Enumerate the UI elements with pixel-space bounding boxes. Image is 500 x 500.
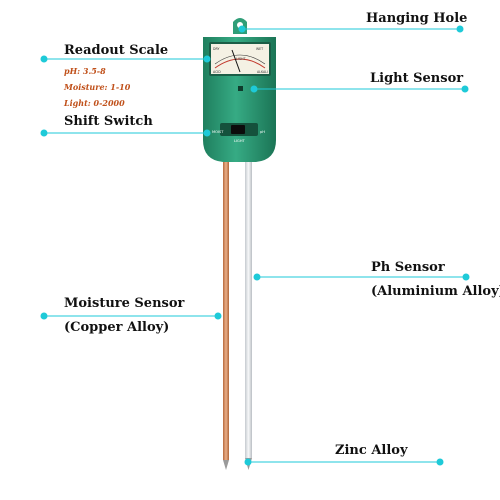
callout-zinc-alloy	[244, 458, 444, 466]
label-zinc-alloy: Zinc Alloy	[335, 443, 408, 458]
callout-shift-switch	[40, 129, 211, 137]
callout-hanging-hole	[238, 25, 464, 33]
callout-moisture-sensor	[40, 312, 222, 320]
spec-ph: pH: 3.5-8	[64, 66, 106, 76]
label-moisture-sensor: Moisture Sensor	[64, 296, 185, 311]
switch-label-light: LIGHT	[234, 139, 246, 143]
gauge-needle	[231, 49, 241, 73]
spec-light: Light: 0-2000	[64, 98, 125, 108]
scale-word: WET	[256, 47, 263, 51]
callout-ph-sensor	[253, 273, 470, 281]
label-moisture-sensor-material: (Copper Alloy)	[64, 320, 170, 335]
readout-window: DRY WET ACID ALKALI LIGHT	[209, 42, 271, 76]
label-readout-scale: Readout Scale	[64, 43, 169, 58]
light-sensor-window	[238, 86, 243, 91]
spec-moisture: Moisture: 1-10	[64, 82, 131, 92]
callout-readout-scale	[40, 55, 211, 63]
ph-probe	[245, 160, 252, 470]
shift-switch[interactable]: MOIST pH LIGHT	[212, 123, 265, 143]
label-ph-sensor-material: (Aluminium Alloy)	[371, 284, 500, 299]
switch-label-ph: pH	[260, 130, 265, 134]
callout-light-sensor	[250, 85, 469, 93]
label-light-sensor: Light Sensor	[370, 71, 464, 86]
moisture-probe	[223, 160, 229, 470]
switch-knob[interactable]	[231, 125, 245, 134]
switch-label-moist: MOIST	[212, 130, 224, 134]
label-hanging-hole: Hanging Hole	[366, 11, 468, 26]
label-shift-switch: Shift Switch	[64, 114, 153, 129]
scale-word: DRY	[213, 47, 219, 51]
scale-word: ACID	[213, 70, 221, 74]
label-ph-sensor: Ph Sensor	[371, 260, 445, 275]
scale-word: ALKALI	[257, 70, 268, 74]
scale-word: LIGHT	[236, 57, 246, 61]
